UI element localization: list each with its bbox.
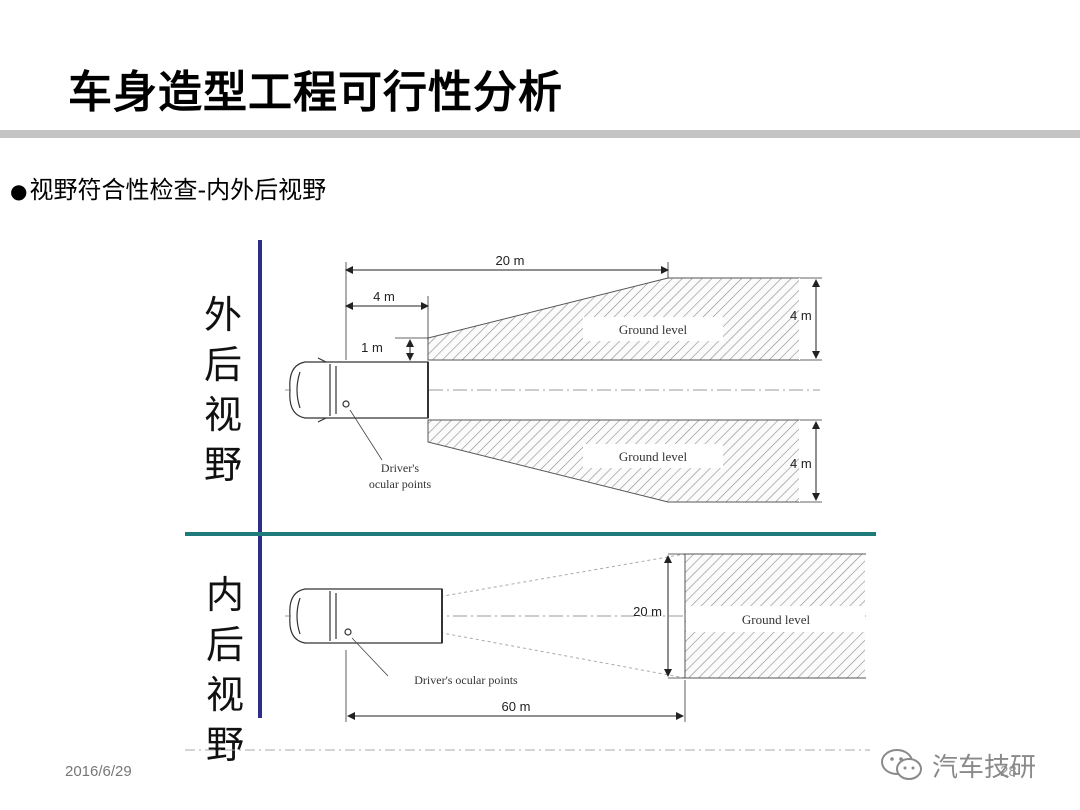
driver-leader-outer: [349, 409, 383, 461]
driver-label-outer-1: Driver's: [381, 461, 419, 475]
watermark: 汽车技研: [880, 745, 1036, 785]
dim-1m-outer-label: 1 m: [361, 340, 383, 355]
dim-4m-width-bottom-label: 4 m: [790, 456, 812, 471]
outer-rear-view-label: 外 后 视 野: [198, 290, 248, 490]
bullet-dot-icon: ●: [10, 179, 28, 203]
driver-label-inner: Driver's ocular points: [414, 673, 518, 687]
inner-rear-view-label: 内 后 视 野: [200, 570, 250, 770]
dim-20m-inner-label: 20 m: [633, 604, 662, 619]
driver-label-outer-2: ocular points: [369, 477, 432, 491]
vehicle-inner: [289, 588, 443, 644]
ground-label-box-inner: [686, 606, 865, 632]
slide-date: 2016/6/29: [65, 763, 132, 780]
driver-leader-inner: [351, 637, 389, 677]
ground-label-bottom: Ground level: [619, 449, 688, 464]
watermark-text: 汽车技研: [932, 752, 1037, 783]
slide-title: 车身造型工程可行性分析: [68, 67, 563, 118]
ground-label-inner: Ground level: [742, 612, 811, 627]
ground-label-top: Ground level: [619, 322, 688, 337]
ground-label-box-top: [583, 317, 723, 341]
ground-label-box-bottom: [583, 444, 723, 468]
dim-60m-inner-label: 60 m: [502, 699, 531, 714]
page-number: 28: [1000, 763, 1017, 780]
dim-20m-outer-label: 20 m: [496, 253, 525, 268]
outer-label-char: 野: [203, 443, 242, 487]
inner-label-char: 视: [205, 673, 244, 717]
view-cone-inner: [339, 553, 686, 679]
outer-label-char: 后: [203, 343, 242, 387]
vehicle-outer: [289, 357, 429, 423]
outer-label-char: 外: [203, 293, 242, 337]
title-underline: [0, 130, 1080, 138]
inner-label-char: 后: [205, 623, 244, 667]
bullet-text: 视野符合性检查-内外后视野: [29, 176, 327, 204]
inner-label-char: 内: [205, 573, 244, 617]
dim-4m-width-top-label: 4 m: [790, 308, 812, 323]
outer-label-char: 视: [203, 393, 242, 437]
wechat-icon: [881, 749, 922, 780]
bullet-item: ●视野符合性检查-内外后视野: [10, 170, 326, 205]
inner-label-char: 野: [205, 723, 244, 767]
dim-4m-outer-label: 4 m: [373, 289, 395, 304]
